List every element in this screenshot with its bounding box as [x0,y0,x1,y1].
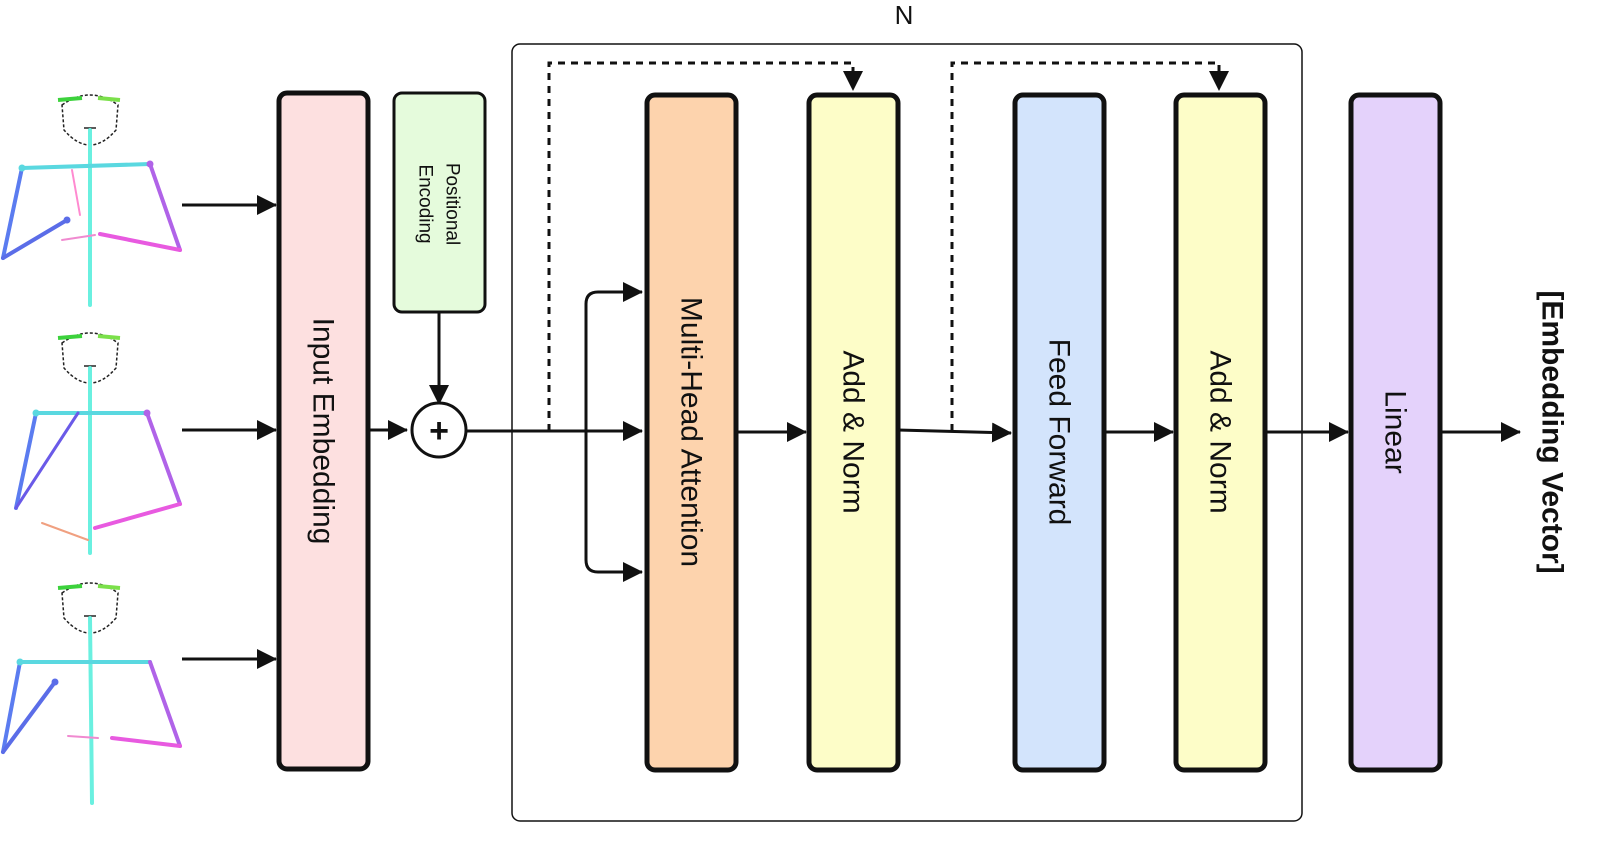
arrow-branch-lower [584,431,643,582]
residual-connection-1 [547,61,863,431]
arrow-addnorm1-to-feedforward [897,422,1012,443]
input-embedding-label: Input Embedding [307,318,340,545]
multi-head-attention-label: Multi-Head Attention [675,297,708,567]
pose-skeleton [1,616,182,805]
add-norm-1-label: Add & Norm [837,350,870,513]
residual-connection-2 [950,61,1229,431]
pose-face [57,94,121,146]
positional-encoding-label-line2: Encoding [415,164,436,243]
pose-face [57,332,121,384]
add-norm-1-block [806,92,901,773]
adder-plus-icon: + [429,412,449,450]
add-norm-2-label: Add & Norm [1204,350,1237,513]
pose-figure-1 [1,94,182,307]
arrow-branch-upper [584,282,643,431]
layer-count-label: N [895,0,914,30]
pose-skeleton [1,128,182,307]
linear-label: Linear [1379,390,1412,473]
feed-forward-label: Feed Forward [1043,339,1076,526]
pose-skeleton [14,366,182,555]
pose-face [57,582,121,634]
positional-encoding-label-line1: Positional [442,163,463,245]
pose-figure-2 [14,332,182,555]
embedding-vector-label: [Embedding Vector] [1536,290,1569,573]
positional-encoding-block [392,91,487,314]
pose-figure-3 [1,582,182,805]
